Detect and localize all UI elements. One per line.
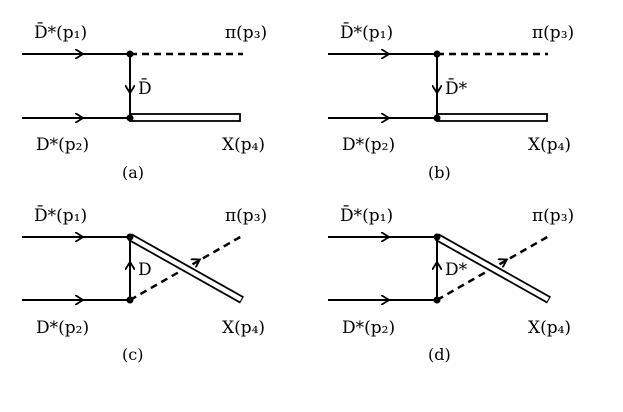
out-top-label: π(p₃)	[532, 206, 574, 226]
out-bottom-label: X(p₄)	[222, 135, 265, 155]
caption: (d)	[428, 345, 451, 364]
in-bottom-label: D*(p₂)	[342, 135, 395, 155]
caption: (b)	[428, 163, 451, 182]
exchange-label: D̄*	[445, 77, 468, 99]
x-state-line	[129, 113, 241, 122]
exchange-label: D*	[445, 260, 468, 280]
vertex-bottom	[433, 296, 441, 304]
x-state-line-inner	[436, 235, 550, 302]
vertex-top	[433, 50, 441, 58]
in-bottom-label: D*(p₂)	[36, 135, 89, 155]
vertex-top	[126, 233, 134, 241]
x-state-line	[436, 113, 548, 122]
out-top-label: π(p₃)	[532, 23, 574, 43]
in-top-label: D̄*(p₁)	[340, 204, 393, 226]
vertex-top	[433, 233, 441, 241]
diagram-c: D̄*(p₁) π(p₃) D D*(p₂) X(p₄) (c)	[22, 204, 267, 364]
exchange-label: D̄	[138, 77, 152, 99]
in-bottom-label: D*(p₂)	[342, 318, 395, 338]
vertex-bottom	[433, 114, 441, 122]
caption: (a)	[122, 163, 144, 182]
diagram-b: D̄*(p₁) π(p₃) D̄* D*(p₂) X(p₄) (b)	[328, 21, 574, 182]
caption: (c)	[122, 345, 143, 364]
out-bottom-label: X(p₄)	[222, 318, 265, 338]
exchange-label: D	[138, 260, 152, 280]
out-top-label: π(p₃)	[225, 23, 267, 43]
in-top-label: D̄*(p₁)	[34, 21, 87, 43]
out-top-label: π(p₃)	[225, 206, 267, 226]
in-top-label: D̄*(p₁)	[340, 21, 393, 43]
vertex-bottom	[126, 114, 134, 122]
out-bottom-label: X(p₄)	[528, 135, 571, 155]
diagram-d: D̄*(p₁) π(p₃) D* D*(p₂) X(p₄) (d)	[328, 204, 574, 364]
x-state-line-inner	[129, 235, 243, 302]
vertex-bottom	[126, 296, 134, 304]
in-bottom-label: D*(p₂)	[36, 318, 89, 338]
vertex-top	[126, 50, 134, 58]
in-top-label: D̄*(p₁)	[34, 204, 87, 226]
out-bottom-label: X(p₄)	[528, 318, 571, 338]
diagram-a: D̄*(p₁) π(p₃) D̄ D*(p₂) X(p₄) (a)	[22, 21, 267, 182]
